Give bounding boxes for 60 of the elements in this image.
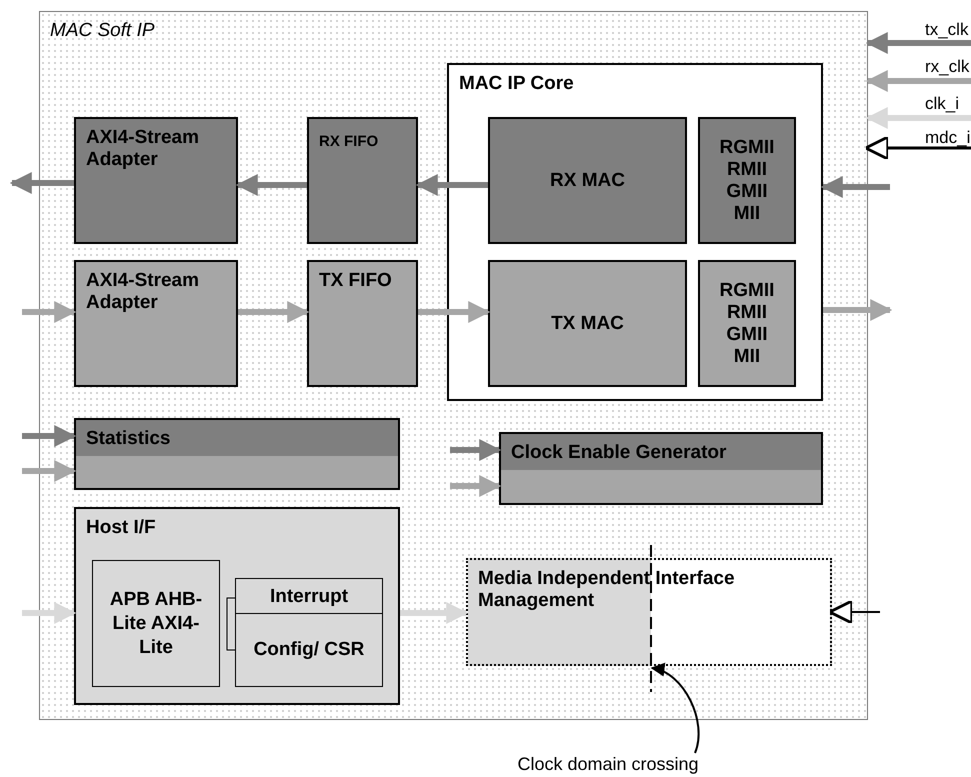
block-label: RGMII RMII GMII MII bbox=[720, 280, 774, 368]
arrow bbox=[450, 439, 502, 461]
soft-ip-boundary bbox=[39, 11, 868, 720]
arrow bbox=[450, 475, 502, 497]
arrow bbox=[22, 301, 76, 323]
signal-label: mdc_i bbox=[925, 128, 970, 148]
statistics-block bbox=[74, 418, 400, 490]
fifo-box bbox=[307, 117, 418, 244]
block-label: MAC Soft IP bbox=[50, 20, 155, 42]
block-label: Media Independent Interface Management bbox=[478, 568, 736, 612]
arrow bbox=[22, 602, 76, 624]
signal-label: clk_i bbox=[925, 94, 960, 114]
block-label: Interrupt bbox=[268, 586, 350, 608]
clock-enable-block bbox=[499, 432, 823, 505]
arrow bbox=[400, 602, 468, 624]
block-label: TX FIFO bbox=[319, 270, 393, 292]
signal-label: tx_clk bbox=[925, 20, 968, 40]
block-label: Config/ CSR bbox=[252, 639, 366, 661]
adapter-box bbox=[74, 260, 238, 387]
arrow bbox=[418, 301, 490, 323]
arrow bbox=[416, 174, 488, 196]
block-label: Clock Enable Generator bbox=[511, 442, 726, 464]
block-label: RX MAC bbox=[549, 170, 626, 192]
bus-interface-box bbox=[92, 560, 220, 687]
host-interface-block bbox=[74, 507, 400, 705]
block-label: AXI4-Stream Adapter bbox=[86, 270, 200, 314]
arrow bbox=[22, 460, 76, 482]
adapter-box bbox=[74, 117, 238, 244]
mac-box bbox=[488, 117, 687, 244]
interrupt-box bbox=[235, 578, 383, 615]
interface-box bbox=[698, 117, 796, 244]
interface-box bbox=[698, 260, 796, 387]
annotation-text: Clock domain crossing bbox=[488, 753, 728, 777]
block-label: APB AHB-Lite AXI4-Lite bbox=[108, 588, 204, 660]
arrow bbox=[10, 172, 74, 194]
block-label: TX MAC bbox=[550, 312, 625, 334]
signal-label: rx_clk bbox=[925, 57, 970, 77]
mac-box bbox=[488, 260, 687, 387]
register-box bbox=[235, 613, 383, 687]
block-label: Statistics bbox=[86, 428, 170, 450]
block-label: MAC IP Core bbox=[459, 73, 574, 95]
block-label: RX FIFO bbox=[319, 132, 380, 152]
arrow bbox=[866, 32, 971, 54]
arrow bbox=[236, 174, 307, 196]
bracket-line bbox=[226, 598, 236, 650]
arrow bbox=[828, 600, 880, 624]
block-label: Host I/F bbox=[86, 517, 156, 539]
block-label: RGMII RMII GMII MII bbox=[720, 136, 774, 224]
arrow bbox=[238, 301, 310, 323]
management-block bbox=[466, 558, 832, 666]
block-label: AXI4-Stream Adapter bbox=[86, 127, 200, 171]
arrow bbox=[22, 425, 76, 447]
leader-line bbox=[650, 664, 700, 754]
arrow bbox=[820, 176, 890, 198]
core-block bbox=[447, 63, 823, 401]
fifo-box bbox=[307, 260, 418, 387]
arrow bbox=[823, 299, 892, 321]
arrow bbox=[866, 70, 971, 92]
arrow bbox=[866, 107, 971, 129]
arrow bbox=[864, 136, 971, 160]
